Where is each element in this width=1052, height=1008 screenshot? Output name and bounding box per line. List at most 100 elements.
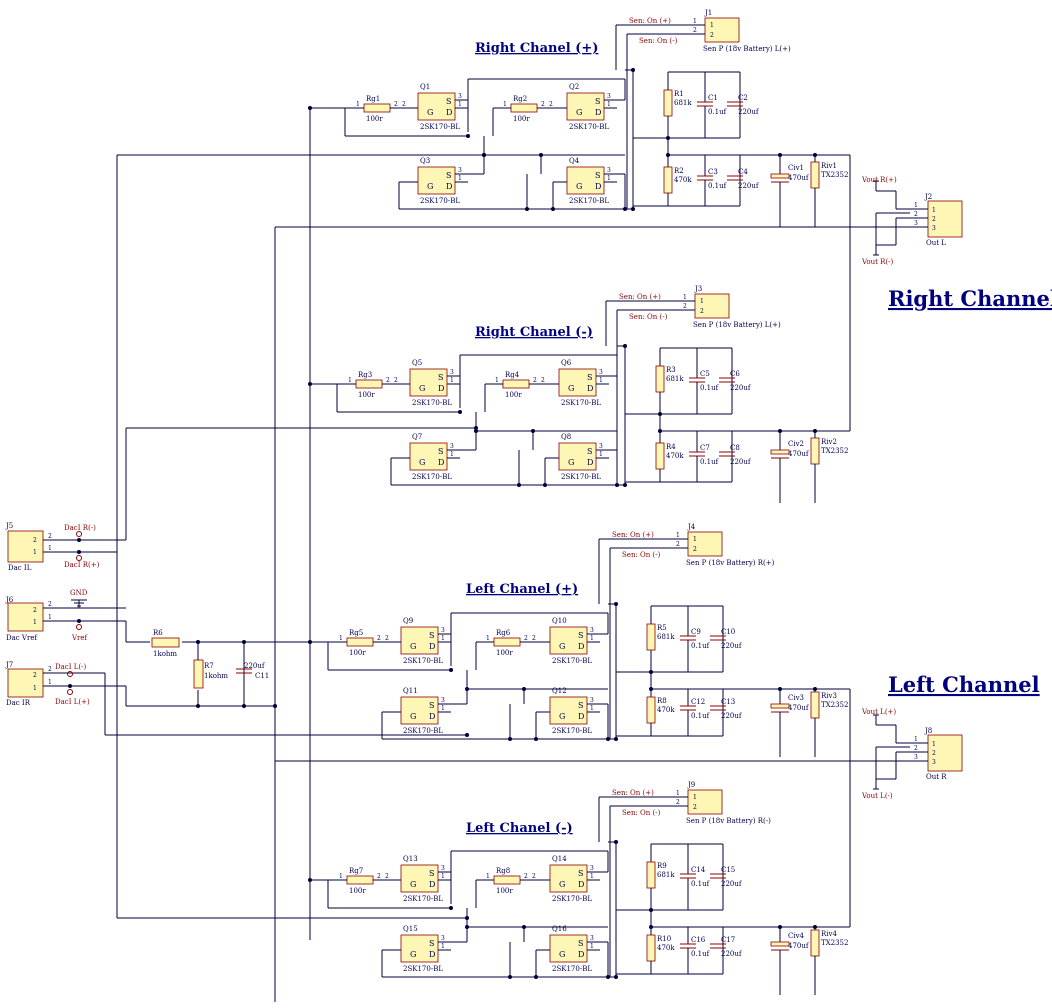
pin-num: 1 [441,873,445,880]
connector-j8-body[interactable] [927,734,963,772]
pin-num: 2 [394,101,398,108]
connector-j8-ref: J8 [924,727,932,735]
capacitor-top-a[interactable]: C50.1uf [689,370,720,392]
net-label: DacI L(-) [55,663,86,671]
capacitor-value: 470uf [788,174,810,182]
resistor-ref: Riv4 [821,930,837,938]
capacitor-bottom-a[interactable]: C30.1uf [697,168,728,190]
pin-num: 1 [450,377,454,384]
jfet-pin-g: G [410,712,416,721]
resistor-r7[interactable] [193,659,204,689]
capacitor-bottom-a[interactable]: C70.1uf [689,444,720,466]
connector-j7-body[interactable] [7,668,44,698]
sense-value: Sen P (18v Battery) R(+) [686,559,775,567]
capacitor-value: 220uf [721,950,743,958]
jfet-ref: Q15 [403,925,418,933]
resistor-value: 100r [505,391,522,399]
connector-j6-body[interactable] [7,602,44,632]
capacitor-value: 0.1uf [708,108,728,116]
output-j2[interactable]: J2 Out L 1 2 3 1 2 3 Vout R(+) Vout R(-) [275,176,963,266]
pin-num: 1 [441,943,445,950]
resistor-value: 470k [666,452,684,460]
jfet-pin-s: S [578,701,583,710]
input-j5[interactable]: J5 Dac IL 2 1 2 1 DacI R(-) DacI R(+) [5,522,100,572]
capacitor-value: 220uf [738,108,760,116]
input-j7[interactable]: J7 Dac IR 2 1 2 1 DacI L(-) DacI L(+) [5,661,95,707]
pin-num: 1 [607,101,611,108]
input-j6[interactable]: J6 Dac Vref 2 1 2 1 GND Vref [5,589,95,642]
resistor-r6-ref: R6 [153,629,163,637]
connector-j2-ref: J2 [924,193,932,201]
connector-j5-body[interactable] [7,530,44,563]
jfet-pin-d: D [587,458,593,467]
connector-j6-ref: J6 [5,596,14,604]
jfet-pin-d: D [595,182,601,191]
output-j8[interactable]: J8 Out R 1 2 3 1 2 3 Vout L(+) Vout L(-) [275,708,963,800]
capacitor-value: 220uf [730,384,752,392]
pin-num: 1 [693,794,697,801]
pin-num: 2 [914,211,918,218]
connector-j2-body[interactable] [927,200,963,238]
jfet-pin-d: D [446,108,452,117]
resistor-r6[interactable] [151,637,180,648]
capacitor-top-a[interactable]: C90.1uf [680,628,711,650]
capacitor-top-a[interactable]: C10.1uf [697,94,728,116]
